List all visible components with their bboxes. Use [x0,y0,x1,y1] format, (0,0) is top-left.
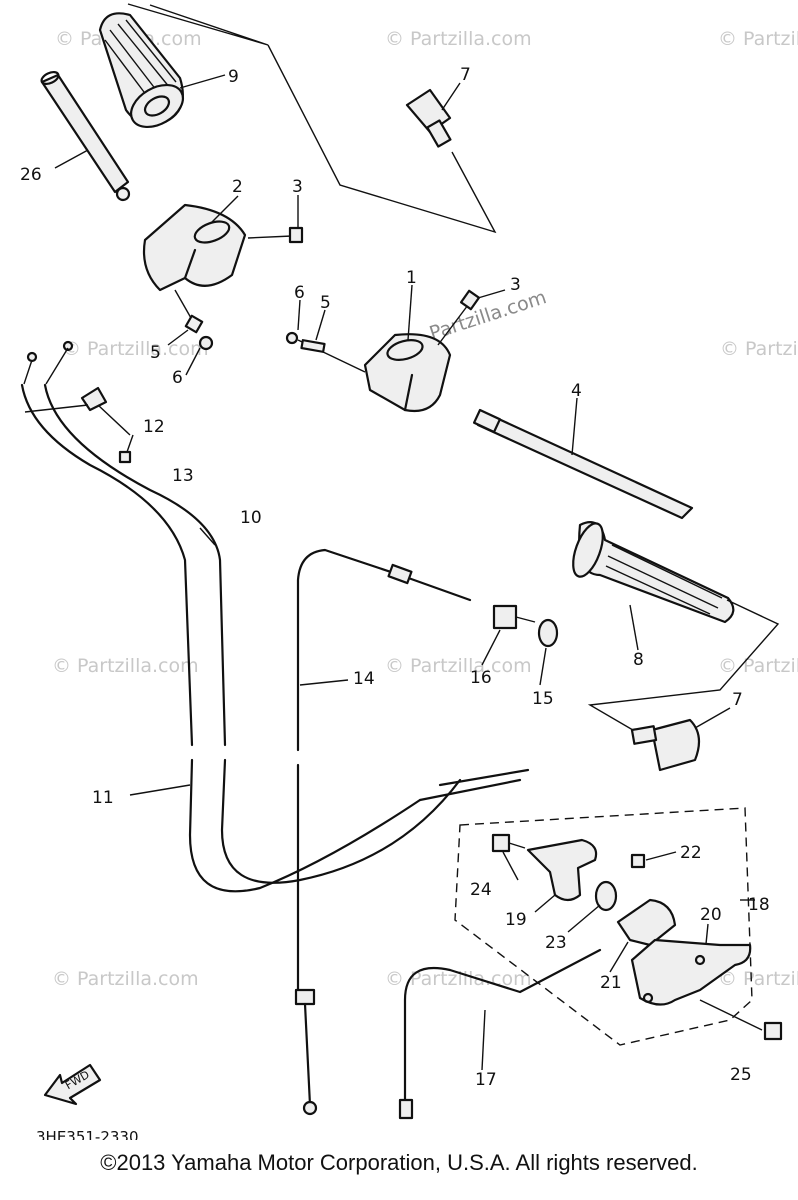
callout-17: 17 [475,1070,497,1090]
part-19-lever [526,838,598,902]
fwd-arrow-icon: FWD [43,1063,102,1106]
callout-1: 1 [406,268,417,288]
callout-21: 21 [600,973,622,993]
callout-8: 8 [633,650,644,670]
part-24-bolt [491,833,526,853]
callout-5: 5 [150,343,161,363]
callouts: 9 26 2 3 5 6 6 5 1 3 4 7 7 8 12 13 10 11… [20,65,770,1090]
callout-6: 6 [294,283,305,303]
watermark: © Partzilla.com [62,338,209,360]
callout-13: 13 [172,466,194,486]
callout-7: 7 [732,690,743,710]
watermark: © Partzilla.com [52,968,199,990]
part-14-cable [294,548,472,1116]
callout-3: 3 [510,275,521,295]
part-25-bolt [699,999,783,1041]
part-21-holder [616,898,677,947]
callout-4: 4 [571,381,582,401]
part-2-switch-housing-left [142,203,247,292]
watermark: © Partzilla.com [385,655,532,677]
callout-5: 5 [320,293,331,313]
part-17-cable [398,948,602,1120]
watermark: © Partzilla.com [720,338,798,360]
part-7-bar-end-lower [630,718,701,772]
part-4-handlebar-right [472,408,694,520]
callout-19: 19 [505,910,527,930]
callout-2: 2 [232,177,243,197]
callout-16: 16 [470,668,492,688]
callout-18: 18 [748,895,770,915]
watermark: © Partzilla.com [718,655,798,677]
part-12-cable-guide [24,386,131,436]
copyright-notice: ©2013 Yamaha Motor Corporation, U.S.A. A… [100,1150,698,1175]
callout-9: 9 [228,67,239,87]
callout-leaders [54,74,755,1071]
part-7-bar-end-upper [405,88,452,148]
watermark: © Partzilla.com [385,28,532,50]
callout-12: 12 [143,417,165,437]
watermark: © Partzilla.com [52,655,199,677]
part-26-handlebar-left [40,70,131,202]
part-13-screw [118,434,134,464]
callout-24: 24 [470,880,492,900]
leader-lines [127,3,497,234]
part-8-right-grip [572,521,735,624]
callout-11: 11 [92,788,114,808]
part-3-screw-right [437,289,481,346]
part-3-screw-upper [247,226,304,244]
diagram-code: 3HE351-2330 [36,1128,139,1140]
callout-7: 7 [460,65,471,85]
callout-20: 20 [700,905,722,925]
part-16-adjuster [492,604,536,630]
part-15-locknut [537,618,559,648]
callout-15: 15 [532,689,554,709]
part-20-bracket [630,938,752,1006]
part-5-6-screw-right [285,331,366,373]
callout-25: 25 [730,1065,752,1085]
leader-lines-right [587,599,780,741]
callout-6: 6 [172,368,183,388]
part-23-washer [594,880,618,912]
part-22-screw [630,853,646,869]
callout-23: 23 [545,933,567,953]
watermark: © Partzilla.com [718,28,798,50]
part-18-assembly-outline [454,807,753,1046]
watermark: © Partzilla.com [718,968,798,990]
callout-3: 3 [292,177,303,197]
part-9-throttle-grip [98,12,184,129]
part-5-6-screw-left [174,289,214,351]
callout-26: 26 [20,165,42,185]
callout-10: 10 [240,508,262,528]
part-10-11-throttle-cables [20,340,530,893]
callout-14: 14 [353,669,375,689]
part-1-switch-housing-right [363,333,452,413]
parts-diagram: © Partzilla.com © Partzilla.com © Partzi… [20,3,798,1140]
callout-22: 22 [680,843,702,863]
